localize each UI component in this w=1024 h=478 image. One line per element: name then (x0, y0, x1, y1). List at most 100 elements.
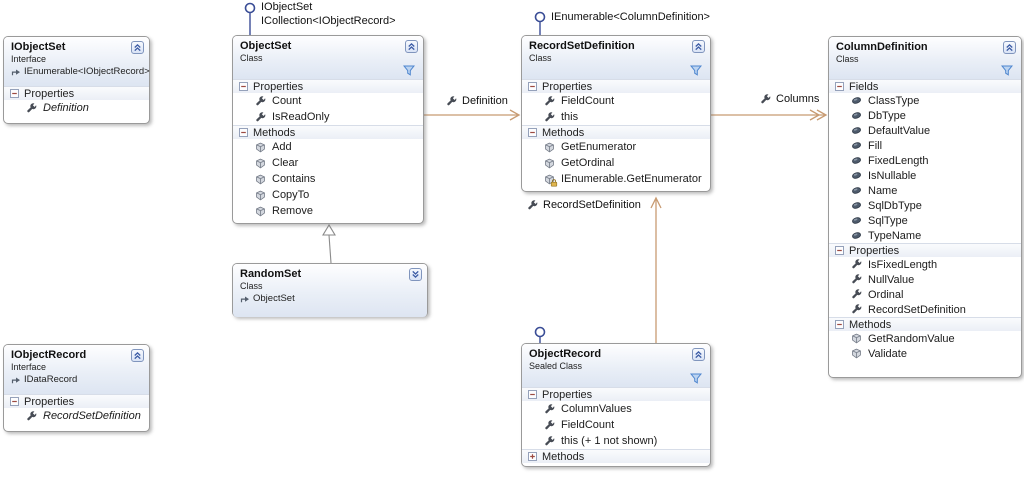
member-row[interactable]: FieldCount (522, 417, 710, 433)
section-header-methods[interactable]: Methods (829, 317, 1021, 331)
association-label-recordsetdefinition[interactable]: RecordSetDefinition (527, 199, 641, 211)
class-box-objectset[interactable]: ObjectSet Class Properties Count IsReadO… (232, 35, 424, 224)
filter-funnel-icon[interactable] (1001, 65, 1013, 76)
collapse-minus-icon[interactable] (528, 128, 537, 137)
member-row[interactable]: Fill (829, 138, 1021, 153)
collapse-button[interactable] (692, 40, 705, 53)
association-columns-arrow[interactable] (711, 109, 828, 121)
section-header-methods[interactable]: Methods (233, 125, 423, 139)
member-row[interactable]: IsNullable (829, 168, 1021, 183)
member-row[interactable]: this (522, 109, 710, 125)
member-row[interactable]: IsFixedLength (829, 257, 1021, 272)
lollipop-objectrecord[interactable] (534, 326, 546, 344)
member-row[interactable]: RecordSetDefinition (829, 302, 1021, 317)
collapse-button[interactable] (131, 41, 144, 54)
member-row[interactable]: RecordSetDefinition (4, 408, 149, 424)
collapse-minus-icon[interactable] (239, 82, 248, 91)
expand-button[interactable] (409, 268, 422, 281)
collapse-minus-icon[interactable] (10, 397, 19, 406)
section-header-methods-collapsed[interactable]: Methods (522, 449, 710, 463)
collapse-minus-icon[interactable] (528, 390, 537, 399)
chevron-up-icon (1004, 42, 1015, 53)
member-row[interactable]: Validate (829, 346, 1021, 361)
expand-plus-icon[interactable] (528, 452, 537, 461)
member-row[interactable]: GetOrdinal (522, 155, 710, 171)
association-recordsetdefinition-arrow[interactable] (650, 196, 662, 343)
member-row[interactable]: GetRandomValue (829, 331, 1021, 346)
class-box-iobjectset[interactable]: IObjectSet Interface IEnumerable<IObject… (3, 36, 150, 124)
section-header-properties[interactable]: Properties (522, 79, 710, 93)
class-box-randomset[interactable]: RandomSet Class ObjectSet (232, 263, 428, 317)
collapse-minus-icon[interactable] (835, 246, 844, 255)
member-label: SqlType (868, 214, 908, 227)
filter-funnel-icon[interactable] (690, 373, 702, 384)
section-header-properties[interactable]: Properties (4, 394, 149, 408)
lollipop-recordsetdefinition[interactable] (534, 11, 546, 36)
collapse-minus-icon[interactable] (835, 82, 844, 91)
member-row[interactable]: TypeName (829, 228, 1021, 243)
collapse-minus-icon[interactable] (528, 82, 537, 91)
member-row[interactable]: Name (829, 183, 1021, 198)
member-row[interactable]: GetEnumerator (522, 139, 710, 155)
lollipop-circle-icon[interactable] (534, 11, 546, 23)
member-row[interactable]: DefaultValue (829, 123, 1021, 138)
filter-funnel-icon[interactable] (690, 65, 702, 76)
member-row[interactable]: FixedLength (829, 153, 1021, 168)
class-box-header[interactable]: IObjectRecord Interface IDataRecord (4, 345, 149, 394)
class-box-iobjectrecord[interactable]: IObjectRecord Interface IDataRecord Prop… (3, 344, 150, 432)
section-header-properties[interactable]: Properties (522, 387, 710, 401)
collapse-minus-icon[interactable] (239, 128, 248, 137)
association-label-columns[interactable]: Columns (760, 93, 819, 105)
class-box-header[interactable]: ObjectSet Class (233, 36, 423, 79)
association-definition-arrow[interactable] (424, 109, 521, 121)
member-row[interactable]: Contains (233, 171, 423, 187)
member-row[interactable]: Count (233, 93, 423, 109)
collapse-minus-icon[interactable] (835, 320, 844, 329)
member-row[interactable]: this (+ 1 not shown) (522, 433, 710, 449)
lollipop-label-ienumerable-columndefinition: IEnumerable<ColumnDefinition> (551, 11, 710, 23)
member-row[interactable]: Clear (233, 155, 423, 171)
section-header-fields[interactable]: Fields (829, 79, 1021, 93)
member-row[interactable]: Ordinal (829, 287, 1021, 302)
class-box-header[interactable]: ObjectRecord Sealed Class (522, 344, 710, 387)
member-row[interactable]: NullValue (829, 272, 1021, 287)
filter-funnel-icon[interactable] (403, 65, 415, 76)
class-box-header[interactable]: IObjectSet Interface IEnumerable<IObject… (4, 37, 150, 86)
member-row[interactable]: SqlDbType (829, 198, 1021, 213)
lollipop-circle-icon[interactable] (534, 326, 546, 338)
collapse-button[interactable] (692, 348, 705, 361)
inheritance-arrow-randomset-objectset[interactable] (322, 223, 336, 264)
lollipop-objectset[interactable] (244, 2, 256, 36)
collapse-button[interactable] (1003, 41, 1016, 54)
member-row[interactable]: IsReadOnly (233, 109, 423, 125)
member-row[interactable]: ColumnValues (522, 401, 710, 417)
member-label: DefaultValue (868, 124, 931, 137)
class-box-header[interactable]: ColumnDefinition Class (829, 37, 1021, 79)
member-row[interactable]: CopyTo (233, 187, 423, 203)
section-header-properties[interactable]: Properties (4, 86, 149, 100)
collapse-button[interactable] (131, 349, 144, 362)
class-box-recordsetdefinition[interactable]: RecordSetDefinition Class Properties Fie… (521, 35, 711, 192)
member-row[interactable]: Remove (233, 203, 423, 219)
section-header-properties[interactable]: Properties (829, 243, 1021, 257)
member-row[interactable]: FieldCount (522, 93, 710, 109)
collapse-button[interactable] (405, 40, 418, 53)
member-row[interactable]: IEnumerable.GetEnumerator (522, 171, 710, 187)
collapse-minus-icon[interactable] (10, 89, 19, 98)
lollipop-circle-icon[interactable] (244, 2, 256, 14)
member-row[interactable]: SqlType (829, 213, 1021, 228)
association-label-definition[interactable]: Definition (446, 95, 508, 107)
class-box-header[interactable]: RecordSetDefinition Class (522, 36, 710, 79)
member-row[interactable]: DbType (829, 108, 1021, 123)
property-icon (760, 94, 771, 105)
class-box-header[interactable]: RandomSet Class ObjectSet (233, 264, 427, 317)
member-label: Count (272, 95, 302, 107)
member-row[interactable]: ClassType (829, 93, 1021, 108)
member-row[interactable]: Definition (4, 100, 149, 116)
class-box-columndefinition[interactable]: ColumnDefinition Class Fields ClassType … (828, 36, 1022, 378)
property-icon (851, 259, 862, 270)
class-box-objectrecord[interactable]: ObjectRecord Sealed Class Properties Col… (521, 343, 711, 467)
section-header-methods[interactable]: Methods (522, 125, 710, 139)
section-header-properties[interactable]: Properties (233, 79, 423, 93)
member-row[interactable]: Add (233, 139, 423, 155)
